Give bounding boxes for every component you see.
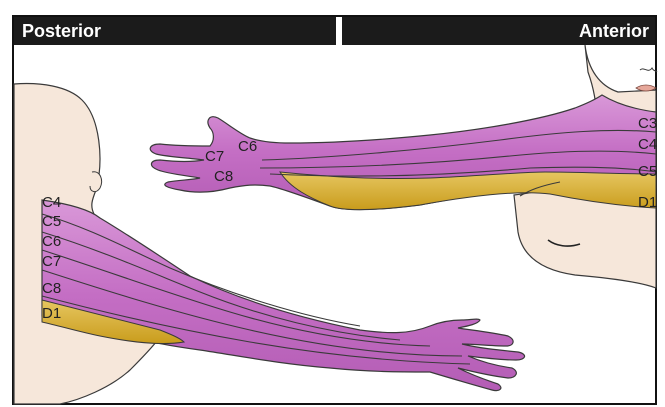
posterior-label-c4: C4 <box>42 194 61 211</box>
posterior-figure: C4 C5 C6 C7 C8 D1 <box>14 84 525 404</box>
anterior-label-c3: C3 <box>638 115 657 132</box>
anterior-figure: C3 C4 C5 D1 C6 C7 C8 <box>150 45 657 288</box>
posterior-label-c7: C7 <box>42 253 61 270</box>
ear-icon <box>90 172 102 192</box>
hand-label-c8: C8 <box>214 168 233 185</box>
hand-label-c6: C6 <box>238 138 257 155</box>
anterior-label-c4: C4 <box>638 136 657 153</box>
posterior-label-c8: C8 <box>42 280 61 297</box>
posterior-label-c5: C5 <box>42 213 61 230</box>
nose-icon <box>640 68 657 72</box>
posterior-label-d1: D1 <box>42 305 61 322</box>
hand-label-c7: C7 <box>205 148 224 165</box>
anterior-label-d1: D1 <box>638 194 657 211</box>
anterior-label-c5: C5 <box>638 163 657 180</box>
posterior-label-c6: C6 <box>42 233 61 250</box>
